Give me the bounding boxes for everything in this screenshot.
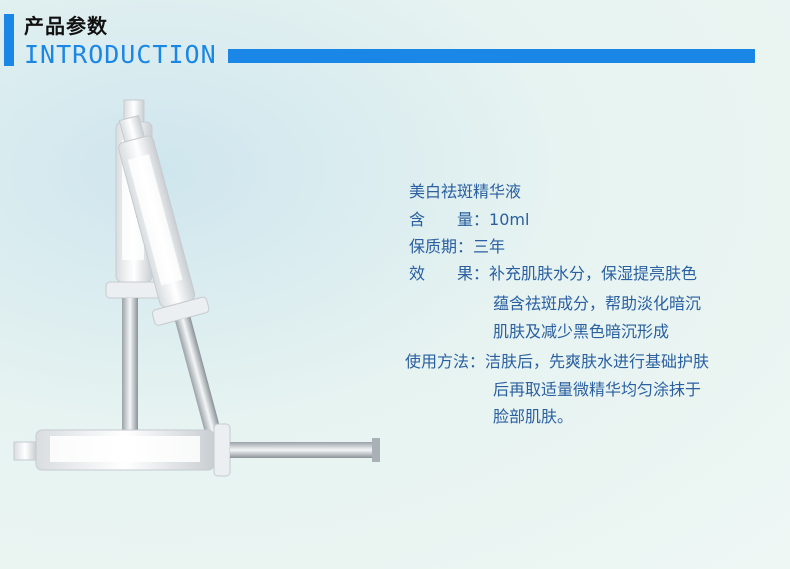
product-name: 美白祛斑精华液 [409, 182, 522, 201]
product-syringes-image: · · · · · · · [13, 99, 380, 477]
effect-line: 肌肤及减少黑色暗沉形成 [493, 322, 670, 341]
header-bar [4, 14, 14, 66]
usage-line: 洁肤后，先爽肤水进行基础护肤 [485, 352, 710, 371]
usage-line: 脸部肌肤。 [493, 407, 574, 426]
syringe-diagonal [118, 114, 230, 466]
volume-value: 10ml [489, 210, 530, 229]
section-subtitle: INTRODUCTION [24, 40, 217, 69]
title-underline [228, 49, 755, 63]
shelf-life-label: 保质期： [409, 237, 474, 256]
effect-line: 补充肌肤水分，保湿提亮肤色 [489, 264, 698, 283]
usage-label: 使用方法： [405, 352, 486, 371]
section-title: 产品参数 [24, 14, 108, 38]
usage-line: 后再取适量微精华均匀涂抹于 [493, 380, 702, 399]
shelf-life-value: 三年 [473, 237, 506, 256]
syringe-horizontal [13, 423, 380, 477]
effect-label: 效 果： [409, 264, 490, 283]
effect-line: 蕴含祛斑成分，帮助淡化暗沉 [493, 294, 702, 313]
volume-label: 含 量： [409, 210, 490, 229]
